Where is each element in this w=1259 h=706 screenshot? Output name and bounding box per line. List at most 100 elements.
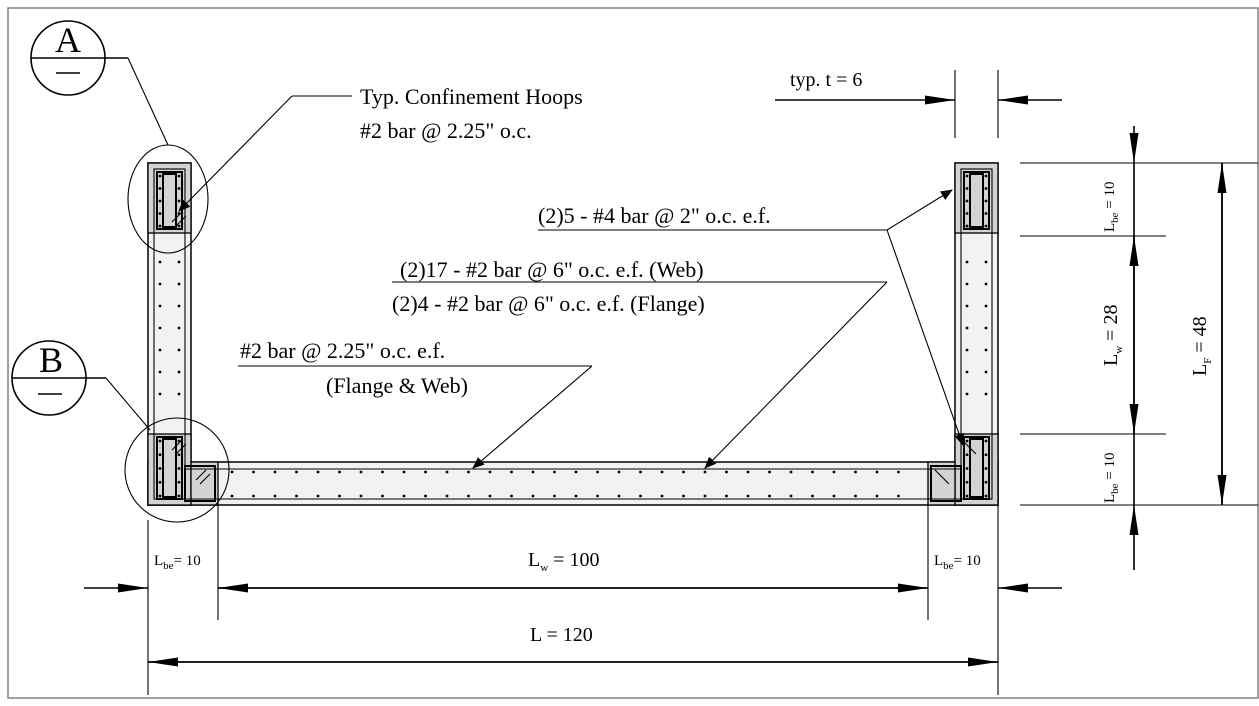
rebar-dot <box>467 470 470 474</box>
rebar-dot <box>158 212 162 215</box>
section-b-marker: B <box>11 340 230 523</box>
rebar-dot <box>768 470 771 474</box>
rebar-dot <box>965 439 969 443</box>
rebar-dot <box>703 470 707 474</box>
section-a-label: A <box>55 20 81 60</box>
rebar-dot <box>158 370 162 374</box>
thickness-text: typ. t = 6 <box>790 69 862 91</box>
rebar-dot <box>965 348 969 352</box>
rebar-dot <box>177 480 181 484</box>
rebar-dot <box>965 224 969 228</box>
hoops-note-line2: #2 bar @ 2.25" o.c. <box>360 118 532 143</box>
rebar-dot <box>488 470 492 474</box>
rebar-dot <box>596 494 599 498</box>
rebar-dot <box>832 470 836 474</box>
rebar-dot <box>984 392 988 396</box>
rebar-dot <box>984 282 988 286</box>
rebar-dot <box>682 494 685 498</box>
rebar-dot <box>158 224 162 228</box>
rebar-dot <box>295 470 298 474</box>
rebar-dot <box>158 467 162 470</box>
rebar-dot <box>984 370 988 374</box>
rebar-dot <box>402 494 406 498</box>
rebar-dot <box>703 494 707 498</box>
rebar-dot <box>177 348 181 352</box>
rebar-dot <box>359 470 363 474</box>
rebar-dot <box>158 174 162 178</box>
hoops-note-line1: Typ. Confinement Hoops <box>360 84 583 109</box>
rebar-dot <box>177 494 181 498</box>
rebar-dot <box>965 199 969 203</box>
boundary-bars-text: (2)5 - #4 bar @ 2" o.c. e.f. <box>538 203 771 228</box>
rebar-dot <box>965 304 969 308</box>
rebar-dot <box>984 304 988 308</box>
rebar-dot <box>359 494 363 498</box>
rebar-dot <box>531 494 535 498</box>
rebar-dot <box>639 494 642 498</box>
vertical-bars-note: (2)17 - #2 bar @ 6" o.c. e.f. (Web) (2)4… <box>392 257 888 469</box>
rebar-dot <box>965 494 969 498</box>
rebar-dot <box>177 174 181 178</box>
rebar-dots <box>158 174 988 498</box>
rebar-dot <box>445 494 449 498</box>
rebar-dot <box>984 467 988 470</box>
rebar-dot <box>725 494 728 498</box>
rebar-dot <box>316 470 320 474</box>
rebar-dot <box>768 494 771 498</box>
rebar-dot <box>488 494 492 498</box>
hoops-note: Typ. Confinement Hoops #2 bar @ 2.25" o.… <box>178 84 583 212</box>
rebar-dot <box>660 494 664 498</box>
rebar-dot <box>965 174 969 178</box>
rebar-dot <box>381 470 384 474</box>
rebar-dot <box>467 494 470 498</box>
web-bars-text: (2)17 - #2 bar @ 6" o.c. e.f. (Web) <box>400 257 704 282</box>
rebar-dot <box>510 470 513 474</box>
rebar-dot <box>177 370 181 374</box>
rebar-dot <box>273 470 277 474</box>
rebar-dot <box>984 494 988 498</box>
rebar-dot <box>965 370 969 374</box>
lf-text: LF = 48 <box>1189 316 1214 376</box>
rebar-dot <box>965 187 969 190</box>
rebar-dot <box>875 470 879 474</box>
rebar-dot <box>158 199 162 203</box>
rebar-dot <box>158 187 162 190</box>
rebar-dot <box>177 326 181 330</box>
rebar-dot <box>230 470 234 474</box>
rebar-dot <box>177 392 181 396</box>
rebar-dot <box>158 439 162 443</box>
rebar-dot <box>965 480 969 484</box>
rebar-dot <box>617 494 621 498</box>
rebar-dot <box>682 470 685 474</box>
rebar-dot <box>789 470 793 474</box>
rebar-dot <box>617 470 621 474</box>
section-a-marker: A <box>30 20 209 254</box>
rebar-dot <box>381 494 384 498</box>
rebar-dot <box>424 470 427 474</box>
rebar-dot <box>984 326 988 330</box>
rebar-dot <box>531 470 535 474</box>
lw-flange-text: Lw = 28 <box>1100 305 1125 366</box>
lbe-right-text: Lbe= 10 <box>934 553 981 572</box>
rebar-dot <box>553 470 556 474</box>
rebar-dot <box>965 392 969 396</box>
horiz-bars-line2: (Flange & Web) <box>326 373 468 398</box>
thickness-dimension: typ. t = 6 <box>775 69 1062 138</box>
rebar-dot <box>158 494 162 498</box>
rebar-dot <box>158 453 162 457</box>
rebar-dot <box>965 326 969 330</box>
rebar-dot <box>965 260 969 264</box>
rebar-dot <box>158 480 162 484</box>
boundary-bars-note: (2)5 - #4 bar @ 2" o.c. e.f. <box>538 189 965 446</box>
rebar-dot <box>338 470 341 474</box>
rebar-dot <box>177 282 181 286</box>
rebar-dot <box>177 304 181 308</box>
rebar-dot <box>158 260 162 264</box>
horizontal-bars-note: #2 bar @ 2.25" o.c. e.f. (Flange & Web) <box>238 338 593 469</box>
rebar-dot <box>984 199 988 203</box>
rebar-dot <box>897 494 900 498</box>
rebar-dot <box>230 494 234 498</box>
rebar-dot <box>273 494 277 498</box>
hoop-hooks <box>171 211 977 485</box>
